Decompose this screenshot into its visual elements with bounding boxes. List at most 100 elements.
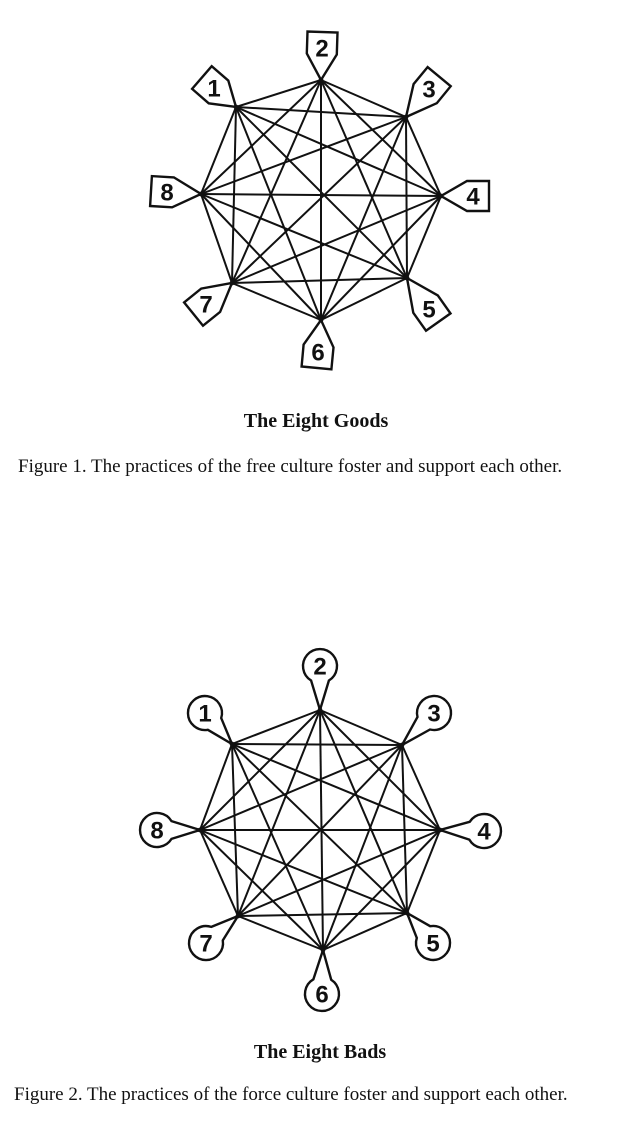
node-teardrop-shape [187,913,241,962]
connection-line-3-6 [320,116,407,321]
node-6: 6 [300,317,335,371]
connection-line-1-5 [231,743,408,914]
connection-line-6-8 [200,193,322,321]
connection-line-1-2 [231,709,321,745]
node-tag-shape [300,317,335,371]
node-label: 2 [315,36,328,63]
connection-line-7-8 [200,193,233,284]
vertex-dot [235,913,241,919]
node-3: 3 [398,694,453,749]
connection-line-3-8 [199,744,403,831]
node-5: 5 [404,275,453,333]
connection-line-2-8 [199,709,321,831]
vertex-dot [318,317,324,323]
node-tag-shape [190,64,238,109]
node-tag-shape [438,179,491,213]
node-label: 1 [207,76,220,103]
node-3: 3 [403,65,453,120]
node-label: 4 [477,819,491,846]
node-tag-shape [405,275,453,333]
connection-line-5-7 [231,277,408,284]
connection-line-4-7 [237,829,441,917]
connection-line-4-6 [320,195,442,321]
connection-line-4-8 [200,193,442,197]
connection-line-2-4 [319,709,441,831]
node-label: 6 [311,340,324,367]
figure-2-title: The Eight Bads [253,1041,387,1063]
connection-line-7-8 [199,829,239,917]
node-tag-shape [148,174,204,209]
node-teardrop-shape [435,812,503,850]
node-tag-shape [305,30,339,83]
connection-line-5-6 [320,277,408,321]
node-2: 2 [301,647,339,715]
node-teardrop-shape [398,694,453,749]
connection-line-5-7 [237,912,408,917]
connection-line-4-7 [231,195,442,284]
vertex-dot [198,191,204,197]
figure-1-caption: Figure 1. The practices of the free cult… [18,456,563,477]
vertex-dot [229,280,235,286]
vertex-dot [404,275,410,281]
node-label: 7 [199,292,212,319]
connection-line-3-6 [322,744,403,951]
node-2: 2 [305,30,339,83]
vertex-dot [438,193,444,199]
node-label: 5 [422,297,435,324]
connection-line-2-7 [237,709,321,917]
node-label: 1 [198,701,211,728]
connection-line-5-8 [199,829,408,914]
node-teardrop-shape [301,647,339,715]
connection-line-4-5 [406,195,442,279]
connection-line-5-6 [322,912,408,951]
vertex-dot [403,114,409,120]
eight-bads-diagram: 1 2 3 4 5 6 7 8 [138,647,503,1013]
node-label: 3 [427,701,440,728]
node-teardrop-shape [303,945,341,1013]
node-teardrop-shape [186,694,235,747]
node-5: 5 [404,910,452,962]
node-6: 6 [303,945,341,1013]
node-label: 5 [426,931,439,958]
connection-line-4-6 [322,829,441,951]
connection-line-1-6 [235,106,322,321]
connection-line-2-8 [200,79,322,195]
connection-line-6-7 [237,915,324,951]
vertex-dot [320,947,326,953]
node-label: 3 [422,77,435,104]
figure-1-title: The Eight Goods [243,410,389,432]
connection-line-1-8 [199,743,233,831]
connection-line-3-4 [405,116,442,197]
connection-line-1-4 [231,743,441,831]
connection-line-5-8 [200,193,408,279]
connection-line-2-3 [320,79,407,118]
eight-goods-diagram: 1 2 3 4 5 6 7 8 [148,30,491,371]
node-1: 1 [186,694,235,747]
node-4: 4 [435,812,503,850]
node-tag-shape [182,281,234,328]
node-tag-shape [404,65,453,120]
connection-line-1-8 [200,106,237,195]
vertex-dot [197,827,203,833]
vertex-dot [399,742,405,748]
node-teardrop-shape [138,811,205,849]
connection-line-1-2 [235,79,322,108]
node-label: 6 [315,982,328,1009]
node-8: 8 [138,811,205,849]
vertex-dot [437,827,443,833]
vertex-dot [317,707,323,713]
node-8: 8 [148,174,204,209]
connection-line-1-3 [231,743,403,746]
connection-line-6-7 [231,282,322,321]
vertex-dot [233,104,239,110]
node-label: 2 [313,654,326,681]
node-label: 7 [199,931,212,958]
node-7: 7 [187,913,241,962]
node-label: 4 [466,184,480,211]
figure-2-caption: Figure 2. The practices of the force cul… [14,1084,568,1105]
connection-line-3-5 [405,116,408,279]
connection-line-3-7 [231,116,407,284]
node-7: 7 [182,280,235,328]
connection-line-3-8 [200,116,407,195]
vertex-dot [404,910,410,916]
